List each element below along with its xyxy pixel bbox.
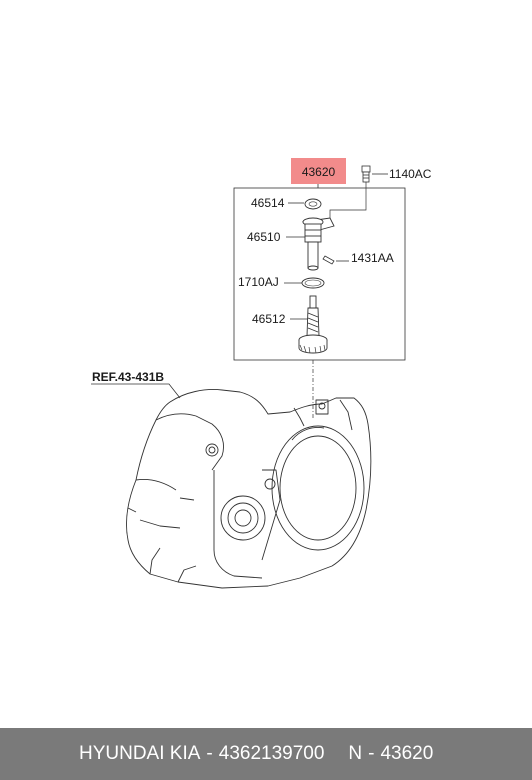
pin-icon (322, 255, 335, 265)
callout-o-ring: 1710AJ (238, 275, 279, 289)
bolt-icon (361, 165, 371, 183)
callout-reference: REF.43-431B (92, 370, 164, 384)
footer-ref-number: 43620 (380, 743, 434, 764)
footer-part-number: 4362139700 (218, 743, 325, 764)
driven-gear-icon (298, 295, 328, 354)
parts-diagram: 43620 1140AC 46514 46510 1431AA 1710AJ (91, 158, 432, 589)
callout-driven-gear: 46512 (252, 312, 286, 326)
footer-separator: - (206, 743, 213, 764)
callout-bolt: 1140AC (389, 167, 432, 181)
reference-leader (91, 383, 181, 399)
assembly-label-highlight[interactable] (291, 158, 346, 184)
seal-ring-icon (304, 198, 322, 210)
bolt-leader (329, 182, 367, 224)
footer-brand: HYUNDAI KIA (79, 743, 201, 764)
assembly-label: 43620 (302, 165, 336, 179)
callout-sleeve: 46510 (247, 230, 281, 244)
callout-pin: 1431AA (351, 251, 394, 265)
part-info-footer: HYUNDAI KIA - 4362139700 N - 43620 (0, 728, 532, 780)
transaxle-housing-icon (125, 389, 372, 589)
callout-seal-ring: 46514 (251, 196, 285, 210)
footer-ref-prefix: N (348, 743, 363, 764)
footer-ref-separator: - (368, 743, 375, 764)
sleeve-icon (302, 217, 335, 271)
assembly-frame (233, 187, 406, 361)
